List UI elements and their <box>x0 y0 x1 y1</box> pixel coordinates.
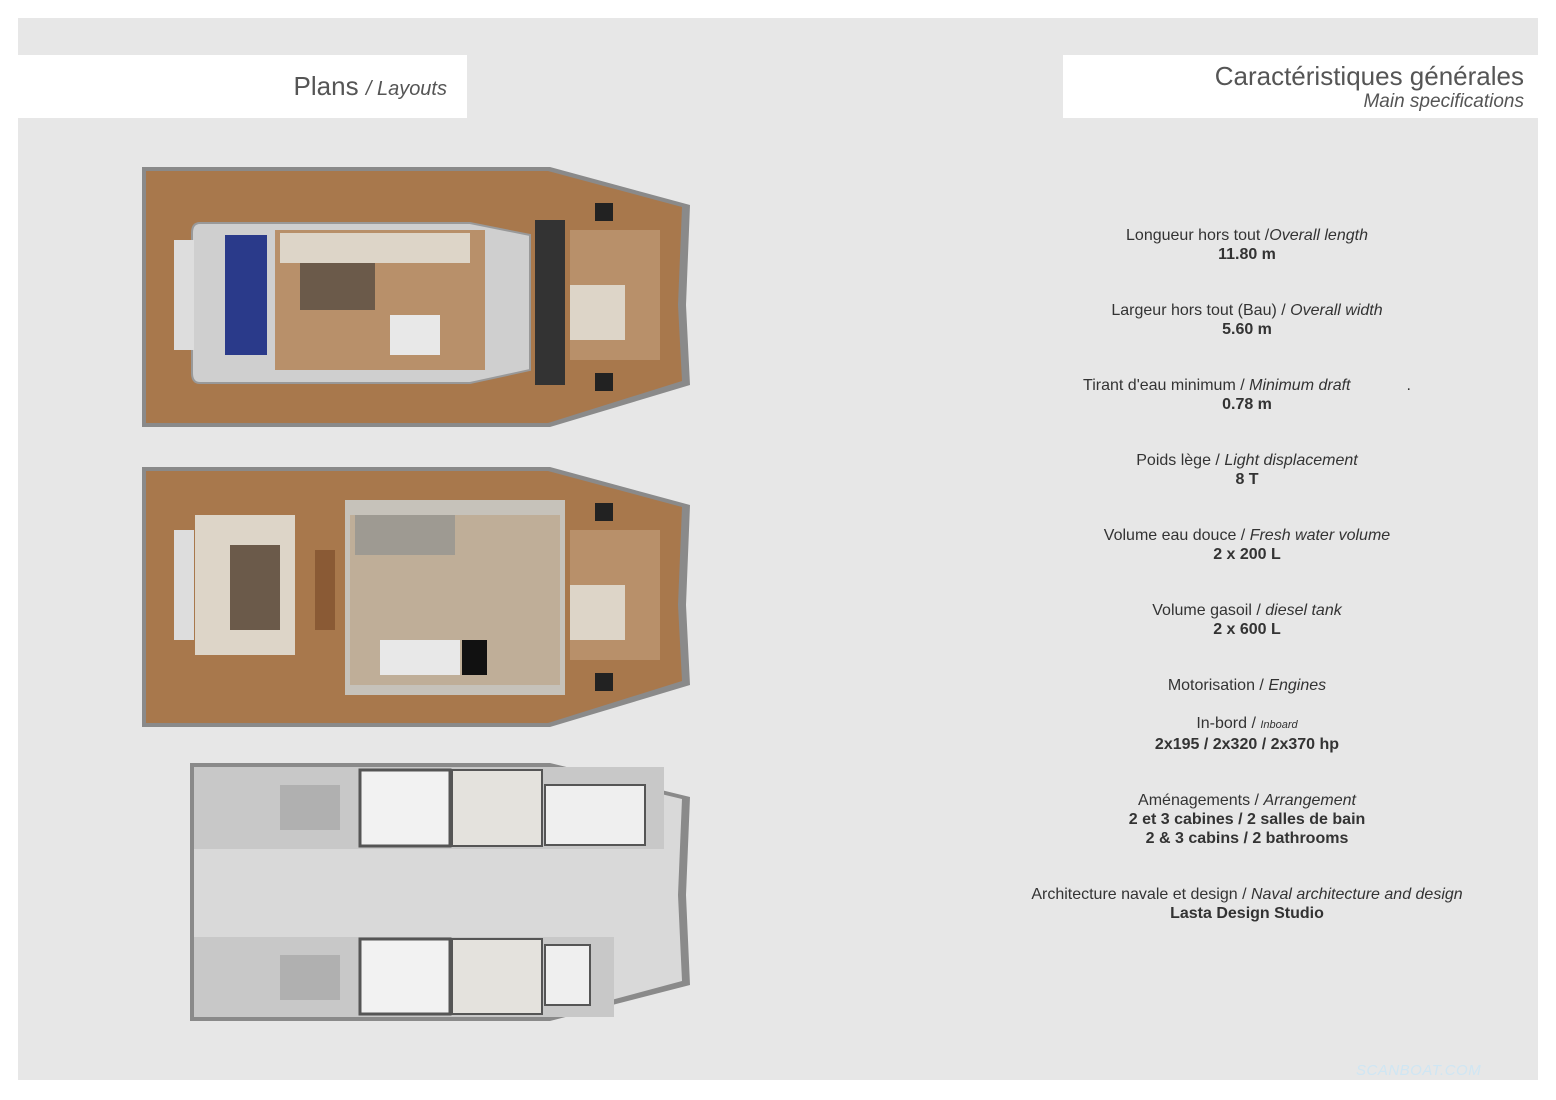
flybridge-plan <box>142 167 690 427</box>
specs-title: Caractéristiques générales <box>1214 61 1524 91</box>
boat-plans-illustration <box>142 167 690 1021</box>
spec-diesel-tank: Volume gasoil / diesel tank 2 x 600 L <box>1152 602 1342 638</box>
layouts-title: Plans / Layouts <box>293 71 447 101</box>
specifications-list: Longueur hors tout /Overall length 11.80… <box>980 226 1514 960</box>
layouts-header: Plans / Layouts <box>18 55 467 118</box>
spec-arrangement: Aménagements / Arrangement 2 et 3 cabine… <box>1128 792 1366 847</box>
spec-light-displacement: Poids lège / Light displacement 8 T <box>1136 452 1358 488</box>
spec-overall-width: Largeur hors tout (Bau) / Overall width … <box>1111 302 1383 338</box>
spec-engines: Motorisation / Engines In-bord / Inboard… <box>1154 677 1340 753</box>
specs-subtitle: Main specifications <box>1363 91 1524 112</box>
spec-overall-length: Longueur hors tout /Overall length 11.80… <box>1126 227 1368 263</box>
spec-minimum-draft: Tirant d'eau minimum / Minimum draft. 0.… <box>1083 377 1411 413</box>
boat-layout-plans <box>130 155 710 1040</box>
spec-fresh-water: Volume eau douce / Fresh water volume 2 … <box>1103 527 1391 563</box>
spec-design: Architecture navale et design / Naval ar… <box>1031 886 1463 922</box>
main-deck-plan <box>142 467 690 727</box>
watermark: SCANBOAT.COM <box>1356 1062 1482 1079</box>
specs-header: Caractéristiques générales Main specific… <box>1063 55 1538 118</box>
hull-plan <box>190 763 690 1021</box>
